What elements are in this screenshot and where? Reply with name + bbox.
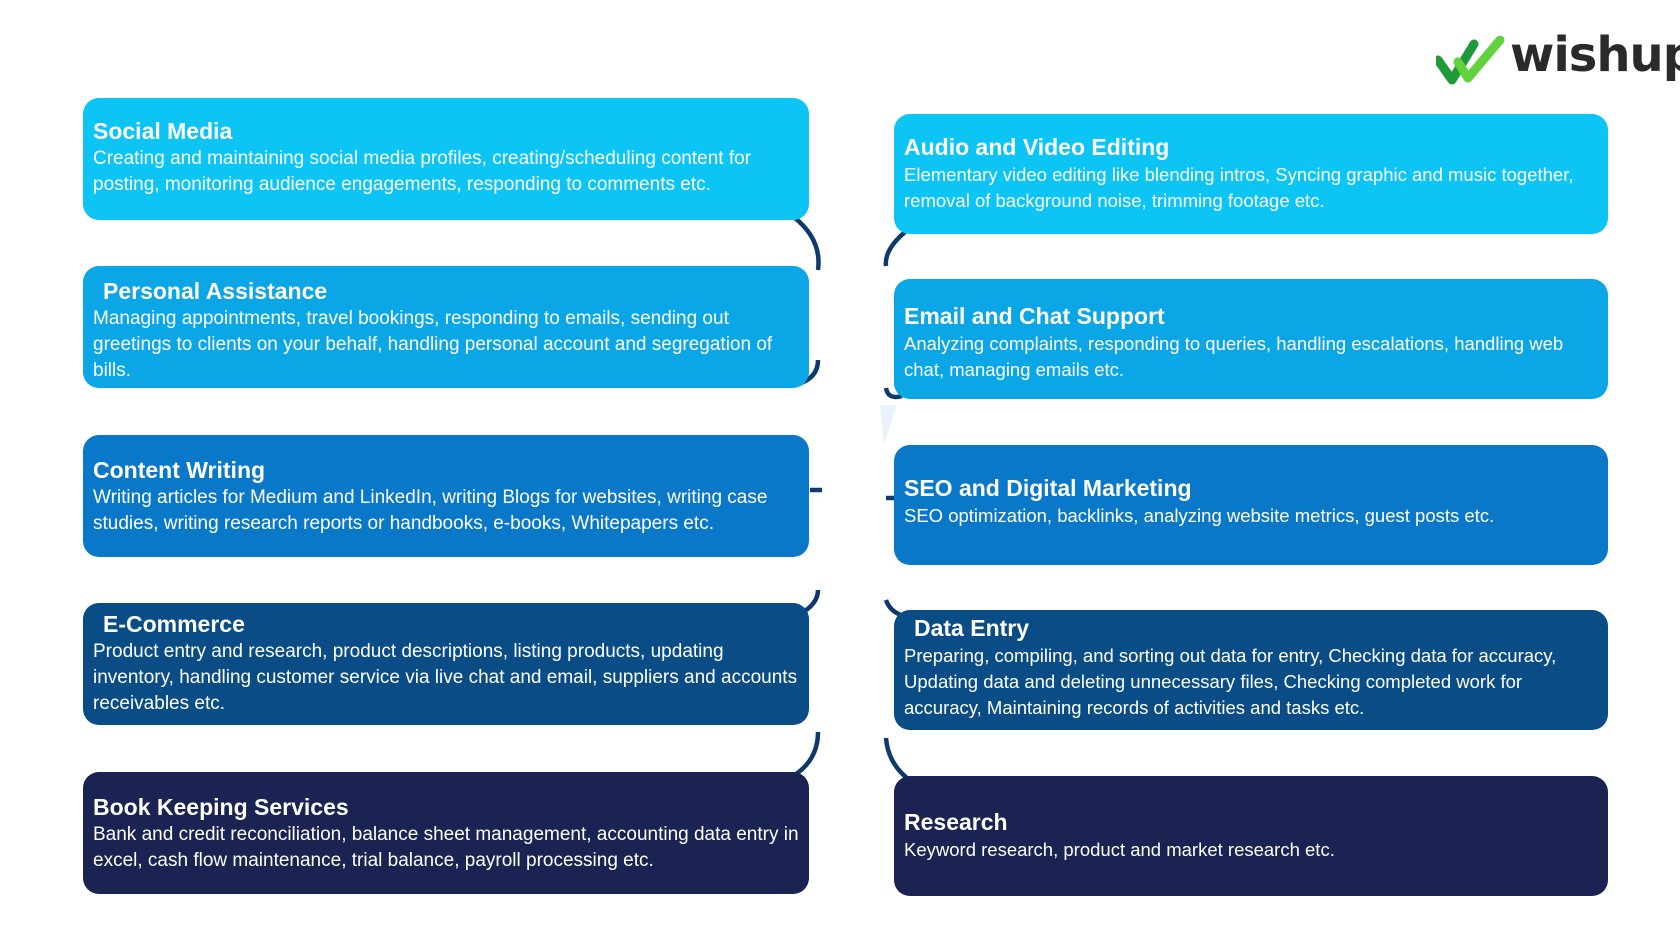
card-description: Keyword research, product and market res… — [904, 839, 1335, 860]
card-title: Social Media — [93, 118, 233, 144]
card-title: Research — [904, 809, 1008, 835]
service-card-social-media: Social Media Creating and maintaining so… — [83, 98, 809, 220]
card-title: Audio and Video Editing — [904, 134, 1170, 160]
service-card-personal-assistance: Personal Assistance Managing appointment… — [83, 266, 809, 388]
card-description: Creating and maintaining social media pr… — [93, 148, 751, 195]
card-description: SEO optimization, backlinks, analyzing w… — [904, 505, 1495, 526]
service-card-data-entry: Data Entry Preparing, compiling, and sor… — [894, 610, 1608, 730]
card-title: Email and Chat Support — [904, 303, 1165, 329]
service-card-email-chat-support: Email and Chat Support Analyzing complai… — [894, 279, 1608, 399]
wishup-checkmark-icon — [1436, 36, 1505, 85]
brand-wordmark: wishup — [1510, 27, 1680, 83]
card-title: Data Entry — [914, 615, 1030, 641]
service-card-research: Research Keyword research, product and m… — [894, 776, 1608, 896]
service-card-content-writing: Content Writing Writing articles for Med… — [83, 435, 809, 557]
card-description: Managing appointments, travel bookings, … — [93, 308, 773, 381]
service-card-book-keeping: Book Keeping Services Bank and credit re… — [83, 772, 809, 894]
wishup-logo: wishup — [1436, 30, 1680, 90]
card-description: Elementary video editing like blending i… — [904, 164, 1574, 211]
service-card-seo-digital-marketing: SEO and Digital Marketing SEO optimizati… — [894, 445, 1608, 565]
service-card-audio-video-editing: Audio and Video Editing Elementary video… — [894, 114, 1608, 234]
service-card-e-commerce: E-Commerce Product entry and research, p… — [83, 603, 809, 725]
card-title: E-Commerce — [103, 611, 245, 637]
card-description: Writing articles for Medium and LinkedIn… — [93, 487, 768, 534]
card-title: SEO and Digital Marketing — [904, 475, 1192, 501]
card-description: Preparing, compiling, and sorting out da… — [904, 645, 1557, 718]
card-title: Personal Assistance — [103, 278, 328, 304]
card-description: Bank and credit reconciliation, balance … — [93, 824, 799, 871]
card-description: Product entry and research, product desc… — [93, 641, 798, 714]
card-description: Analyzing complaints, responding to quer… — [904, 333, 1564, 380]
card-title: Content Writing — [93, 457, 266, 483]
card-title: Book Keeping Services — [93, 794, 349, 820]
